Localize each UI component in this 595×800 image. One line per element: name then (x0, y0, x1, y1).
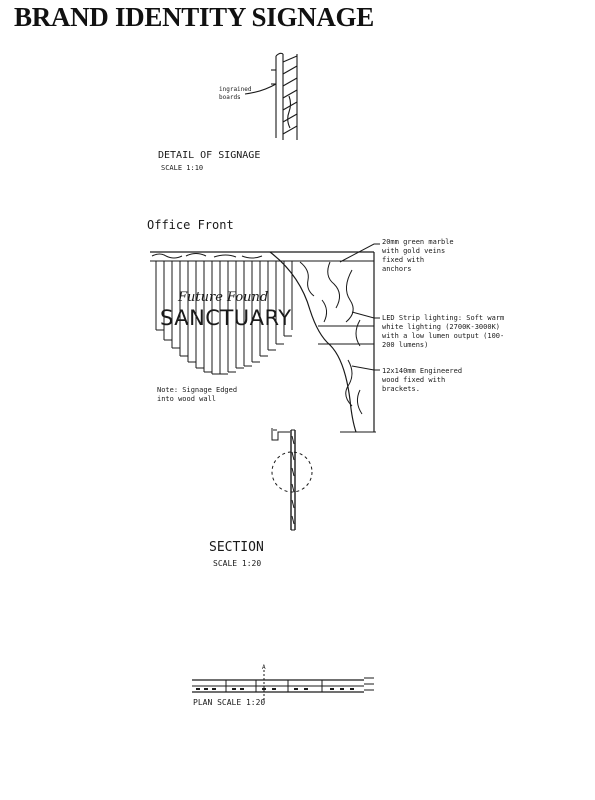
sign-main-text: SANCTUARY (160, 306, 292, 330)
page-title: BRAND IDENTITY SIGNAGE (14, 2, 374, 32)
section-scale: SCALE 1:20 (213, 559, 262, 568)
plan-marker-top: A (262, 664, 266, 671)
wood-note: 12x140mm Engineered wood fixed with brac… (382, 367, 463, 393)
led-note: LED Strip lighting: Soft warm white ligh… (382, 314, 505, 349)
plan-label: PLAN SCALE 1:20 (193, 698, 266, 707)
detail-annotation: ingrained boards (219, 86, 252, 101)
office-front-label: Office Front (147, 218, 234, 232)
signage-note: Note: Signage Edged into wood wall (157, 386, 238, 403)
marble-note: 20mm green marble with gold veins fixed … (382, 238, 454, 273)
sign-script-text: Future Found (178, 290, 269, 305)
detail-scale: SCALE 1:10 (161, 164, 204, 172)
detail-label: DETAIL OF SIGNAGE (158, 150, 261, 161)
section-label: SECTION (209, 540, 264, 555)
